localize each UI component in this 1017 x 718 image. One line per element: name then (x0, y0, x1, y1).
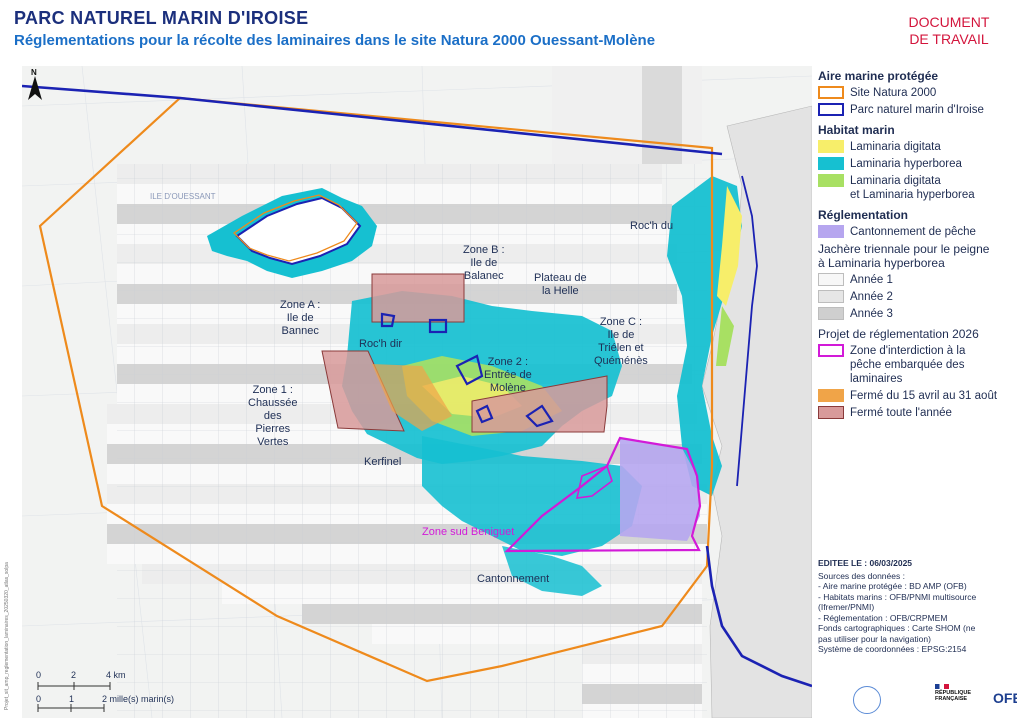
pnmi-boundary (22, 84, 723, 156)
legend-swatch-digitata (818, 140, 844, 153)
map-title: PARC NATUREL MARIN D'IROISE (14, 8, 309, 28)
draft-stamp: DOCUMENT DE TRAVAIL (889, 14, 1009, 48)
closed-all-year-zones (321, 273, 608, 433)
french-flag-icon (935, 684, 949, 689)
zone-2-label: Zone 2 : Entrée de Molène (484, 356, 532, 394)
legend-item-pnmi: Parc naturel marin d'Iroise (818, 103, 1014, 117)
coastal-digitata (717, 186, 742, 306)
scale-km-2: 2 (71, 670, 77, 680)
legend-swatch-annee2 (818, 290, 844, 303)
kerfinel-label: Kerfinel (364, 456, 402, 468)
info-line-0: Sources des données : (818, 570, 905, 581)
zone-1-label: Zone 1 : Chaussée des Pierres Vertes (248, 384, 298, 448)
legend-label-natura: Site Natura 2000 (850, 87, 937, 99)
map-header: PARC NATUREL MARIN D'IROISE Réglementati… (14, 8, 804, 64)
roch-du-label: Roc'h du (630, 220, 674, 232)
ofb-logo: OFB (993, 690, 1017, 706)
north-arrow (28, 76, 42, 100)
legend-swatch-interdiction (818, 344, 844, 357)
legend-swatch-cantonnement (818, 225, 844, 238)
legend-label-annee1: Année 1 (850, 274, 893, 286)
scale-mi-0: 0 (36, 694, 42, 704)
zone-b-label: Zone B : Ile de Balanec (463, 244, 505, 282)
stamp-line-1: DOCUMENT (908, 14, 990, 30)
legend-item-hyperborea: Laminaria hyperborea (818, 157, 1014, 171)
pnmi-logo (853, 686, 881, 714)
south-hyperborea (422, 436, 642, 556)
legend-swatch-hyperborea (818, 157, 844, 170)
scale-mi-1: 1 (69, 694, 75, 704)
seasonal-closed-zone (372, 364, 452, 431)
roch-dir-label: Roc'h dir (359, 338, 403, 350)
legend-item-interdiction: Zone d'interdiction à la pêche embarquée… (818, 344, 1014, 386)
legend-label-hyperborea: Laminaria hyperborea (850, 158, 962, 170)
legend-item-cantonnement: Cantonnement de pêche (818, 225, 1014, 239)
interdiction-zone (504, 436, 702, 553)
legend-swatch-pnmi (818, 103, 844, 116)
legend-label-pnmi: Parc naturel marin d'Iroise (850, 104, 984, 116)
legend-item-annee3: Année 3 (818, 307, 1014, 321)
side-note: Projet_sit_amp_reglementation_laminaires… (2, 520, 14, 710)
zone-c-label: Zone C : Ile de Triélen et Quéménès (594, 316, 648, 367)
legend-swatch-seasonal (818, 389, 844, 402)
info-line-6: pas utiliser pour la navigation) (818, 633, 931, 644)
legend-item-natura: Site Natura 2000 (818, 86, 1014, 100)
republique-francaise-logo: RÉPUBLIQUE FRANÇAISE (935, 690, 972, 702)
legend-label-digitata: Laminaria digitata (850, 141, 941, 153)
info-line-3: (Ifremer/PNMI) (818, 602, 875, 612)
legend-swatch-closed-year (818, 406, 844, 419)
info-line-5: Fonds cartographiques : Carte SHOM (ne (818, 623, 976, 633)
info-line-2: - Habitats marins : OFB/PNMI multisource (818, 591, 977, 602)
legend-section-habitat: Habitat marin (818, 123, 895, 137)
legend-item-annee1: Année 1 (818, 273, 1014, 287)
map-info-block: EDITEE LE : 06/03/2025 Sources des donné… (818, 558, 1014, 655)
legend-swatch-natura (818, 86, 844, 99)
legend-label-annee2: Année 2 (850, 291, 893, 303)
legend-item-closed-year: Fermé toute l'année (818, 406, 1014, 420)
island-outlines (380, 312, 554, 428)
legend-swatch-annee1 (818, 273, 844, 286)
map-subtitle: Réglementations pour la récolte des lami… (14, 32, 656, 49)
ile-ouessant-label: ILE D'OUESSANT (150, 192, 216, 201)
legend-item-annee2: Année 2 (818, 290, 1014, 304)
legend-label-annee3: Année 3 (850, 308, 893, 320)
north-label: N (31, 68, 37, 77)
stamp-line-2: DE TRAVAIL (909, 31, 989, 47)
natura-2000-boundary (38, 96, 714, 683)
legend-item-both: Laminaria digitata et Laminaria hyperbor… (818, 174, 1014, 202)
scale-mi-2: 2 mille(s) marin(s) (102, 694, 174, 704)
map-canvas[interactable]: N ILE D'OUESSANT Zone A : Ile de Bannec … (22, 66, 812, 718)
legend-section-projet: Projet de réglementation 2026 (818, 327, 979, 341)
legend-item-seasonal: Fermé du 15 avril au 31 août (818, 389, 1014, 403)
legend-section-reglementation: Réglementation (818, 208, 909, 222)
map-legend: Aire marine protégée Site Natura 2000 Pa… (818, 66, 1014, 718)
info-line-7: Système de coordonnées : EPSG:2154 (818, 644, 967, 654)
legend-swatch-annee3 (818, 307, 844, 320)
plateau-helle-label: Plateau de la Helle (534, 272, 587, 297)
info-line-1: - Aire marine protégée : BD AMP (OFB) (818, 581, 967, 591)
legend-label-cantonnement: Cantonnement de pêche (850, 226, 976, 238)
legend-label-interdiction: Zone d'interdiction à la pêche embarquée… (850, 345, 966, 385)
map-svg (22, 66, 812, 718)
edition-date: EDITEE LE : 06/03/2025 (818, 558, 913, 568)
scale-bar: 0 2 4 km 0 1 2 mille(s) marin(s) (30, 668, 180, 718)
legend-jachere-title: Jachère triennale pour le peigne à Lamin… (818, 242, 990, 270)
legend-label-seasonal: Fermé du 15 avril au 31 août (850, 390, 998, 402)
legend-item-digitata: Laminaria digitata (818, 140, 1014, 154)
info-line-4: - Réglementation : OFB/CRPMEM (818, 612, 948, 623)
legend-swatch-both (818, 174, 844, 187)
scale-km-4: 4 km (106, 670, 126, 680)
legend-label-both: Laminaria digitata et Laminaria hyperbor… (850, 175, 975, 201)
cantonnement-zone (620, 438, 700, 541)
logos: RÉPUBLIQUE FRANÇAISE OFB (845, 684, 1017, 718)
legend-label-closed-year: Fermé toute l'année (850, 407, 952, 419)
side-note-text: Projet_sit_amp_reglementation_laminaires… (4, 562, 10, 710)
scale-km-0: 0 (36, 670, 42, 680)
cantonnement-label: Cantonnement (477, 573, 550, 585)
zone-sud-beniguet-label: Zone sud Beniguet (422, 526, 515, 538)
legend-section-amp: Aire marine protégée (818, 69, 939, 83)
zone-a-label: Zone A : Ile de Bannec (280, 299, 321, 337)
